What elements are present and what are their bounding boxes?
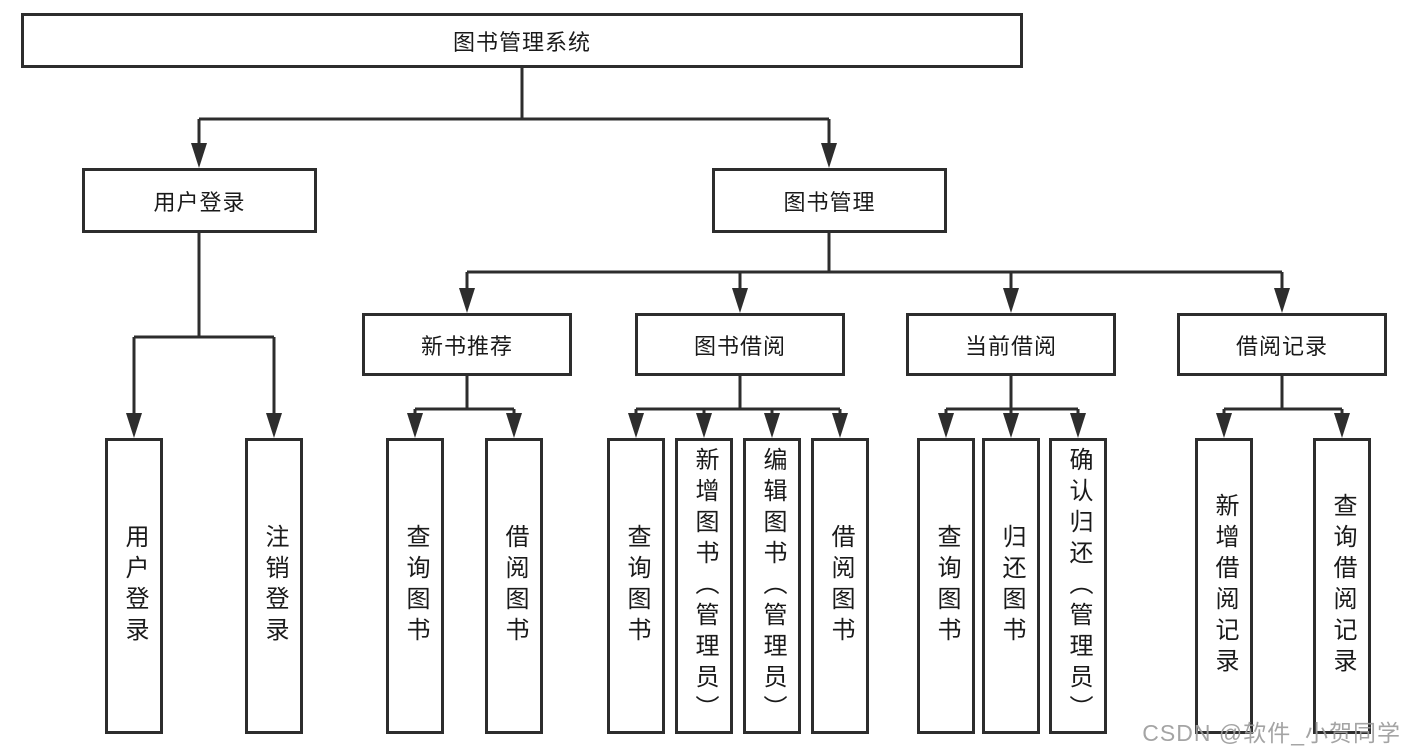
- leaf-query-borrow-record-label: 查询借阅记录: [1329, 493, 1356, 679]
- leaf-confirm-return-admin-label: 确认归还（管理员）: [1065, 446, 1092, 726]
- node-book-borrowing-label: 图书借阅: [693, 333, 786, 359]
- leaf-query-books-1-label: 查询图书: [402, 524, 429, 648]
- leaf-query-borrow-record: 查询借阅记录: [1313, 438, 1371, 734]
- leaf-query-books-2-label: 查询图书: [623, 524, 650, 648]
- leaf-add-borrow-record-label: 新增借阅记录: [1211, 493, 1238, 679]
- node-borrowing-records: 借阅记录: [1177, 313, 1387, 376]
- leaf-add-books-admin: 新增图书（管理员）: [675, 438, 733, 734]
- leaf-borrow-books-2: 借阅图书: [811, 438, 869, 734]
- node-user-login-label: 用户登录: [153, 189, 246, 215]
- node-borrowing-records-label: 借阅记录: [1235, 333, 1328, 359]
- leaf-user-login: 用户登录: [105, 438, 163, 734]
- node-new-book-recommend: 新书推荐: [362, 313, 572, 376]
- leaf-return-books: 归还图书: [982, 438, 1040, 734]
- leaf-logout: 注销登录: [245, 438, 303, 734]
- leaf-query-books-2: 查询图书: [607, 438, 665, 734]
- leaf-borrow-books-2-label: 借阅图书: [827, 524, 854, 648]
- leaf-edit-books-admin: 编辑图书（管理员）: [743, 438, 801, 734]
- leaf-add-books-admin-label: 新增图书（管理员）: [691, 446, 718, 726]
- node-current-borrowing: 当前借阅: [906, 313, 1116, 376]
- leaf-query-books-3: 查询图书: [917, 438, 975, 734]
- node-root-system: 图书管理系统: [21, 13, 1023, 68]
- node-current-borrowing-label: 当前借阅: [964, 333, 1057, 359]
- node-book-management: 图书管理: [712, 168, 947, 233]
- leaf-confirm-return-admin: 确认归还（管理员）: [1049, 438, 1107, 734]
- leaf-return-books-label: 归还图书: [998, 524, 1025, 648]
- node-new-book-recommend-label: 新书推荐: [420, 333, 513, 359]
- csdn-watermark: CSDN @软件_小贺同学: [1142, 720, 1401, 746]
- leaf-query-books-1: 查询图书: [386, 438, 444, 734]
- leaf-query-books-3-label: 查询图书: [933, 524, 960, 648]
- node-root-label: 图书管理系统: [452, 29, 591, 55]
- node-book-management-label: 图书管理: [783, 189, 876, 215]
- leaf-add-borrow-record: 新增借阅记录: [1195, 438, 1253, 734]
- leaf-borrow-books-1-label: 借阅图书: [501, 524, 528, 648]
- leaf-logout-label: 注销登录: [261, 524, 288, 648]
- leaf-borrow-books-1: 借阅图书: [485, 438, 543, 734]
- leaf-user-login-label: 用户登录: [121, 524, 148, 648]
- leaf-edit-books-admin-label: 编辑图书（管理员）: [759, 446, 786, 726]
- node-user-login: 用户登录: [82, 168, 317, 233]
- node-book-borrowing: 图书借阅: [635, 313, 845, 376]
